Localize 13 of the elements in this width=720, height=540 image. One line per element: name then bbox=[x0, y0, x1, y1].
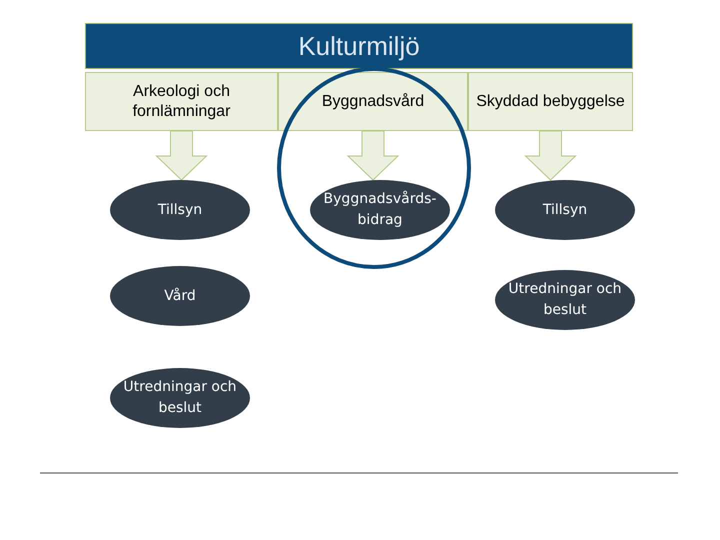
block-arrow bbox=[155, 130, 208, 181]
block-arrow bbox=[346, 130, 400, 181]
topic-ellipse: Tillsyn bbox=[495, 180, 635, 240]
topic-ellipse: Byggnadsvårds-bidrag bbox=[310, 180, 450, 240]
block-arrow bbox=[524, 130, 577, 181]
topic-ellipse: Tillsyn bbox=[110, 180, 250, 240]
topic-ellipse: Vård bbox=[110, 266, 250, 326]
title-banner: Kulturmiljö bbox=[85, 23, 633, 69]
topic-ellipse: Utredningar och beslut bbox=[495, 270, 635, 330]
category-box: Byggnadsvård bbox=[278, 72, 468, 131]
category-box: Arkeologi och fornlämningar bbox=[85, 72, 278, 131]
category-box: Skyddad bebyggelse bbox=[468, 72, 633, 131]
topic-ellipse: Utredningar och beslut bbox=[110, 368, 250, 428]
